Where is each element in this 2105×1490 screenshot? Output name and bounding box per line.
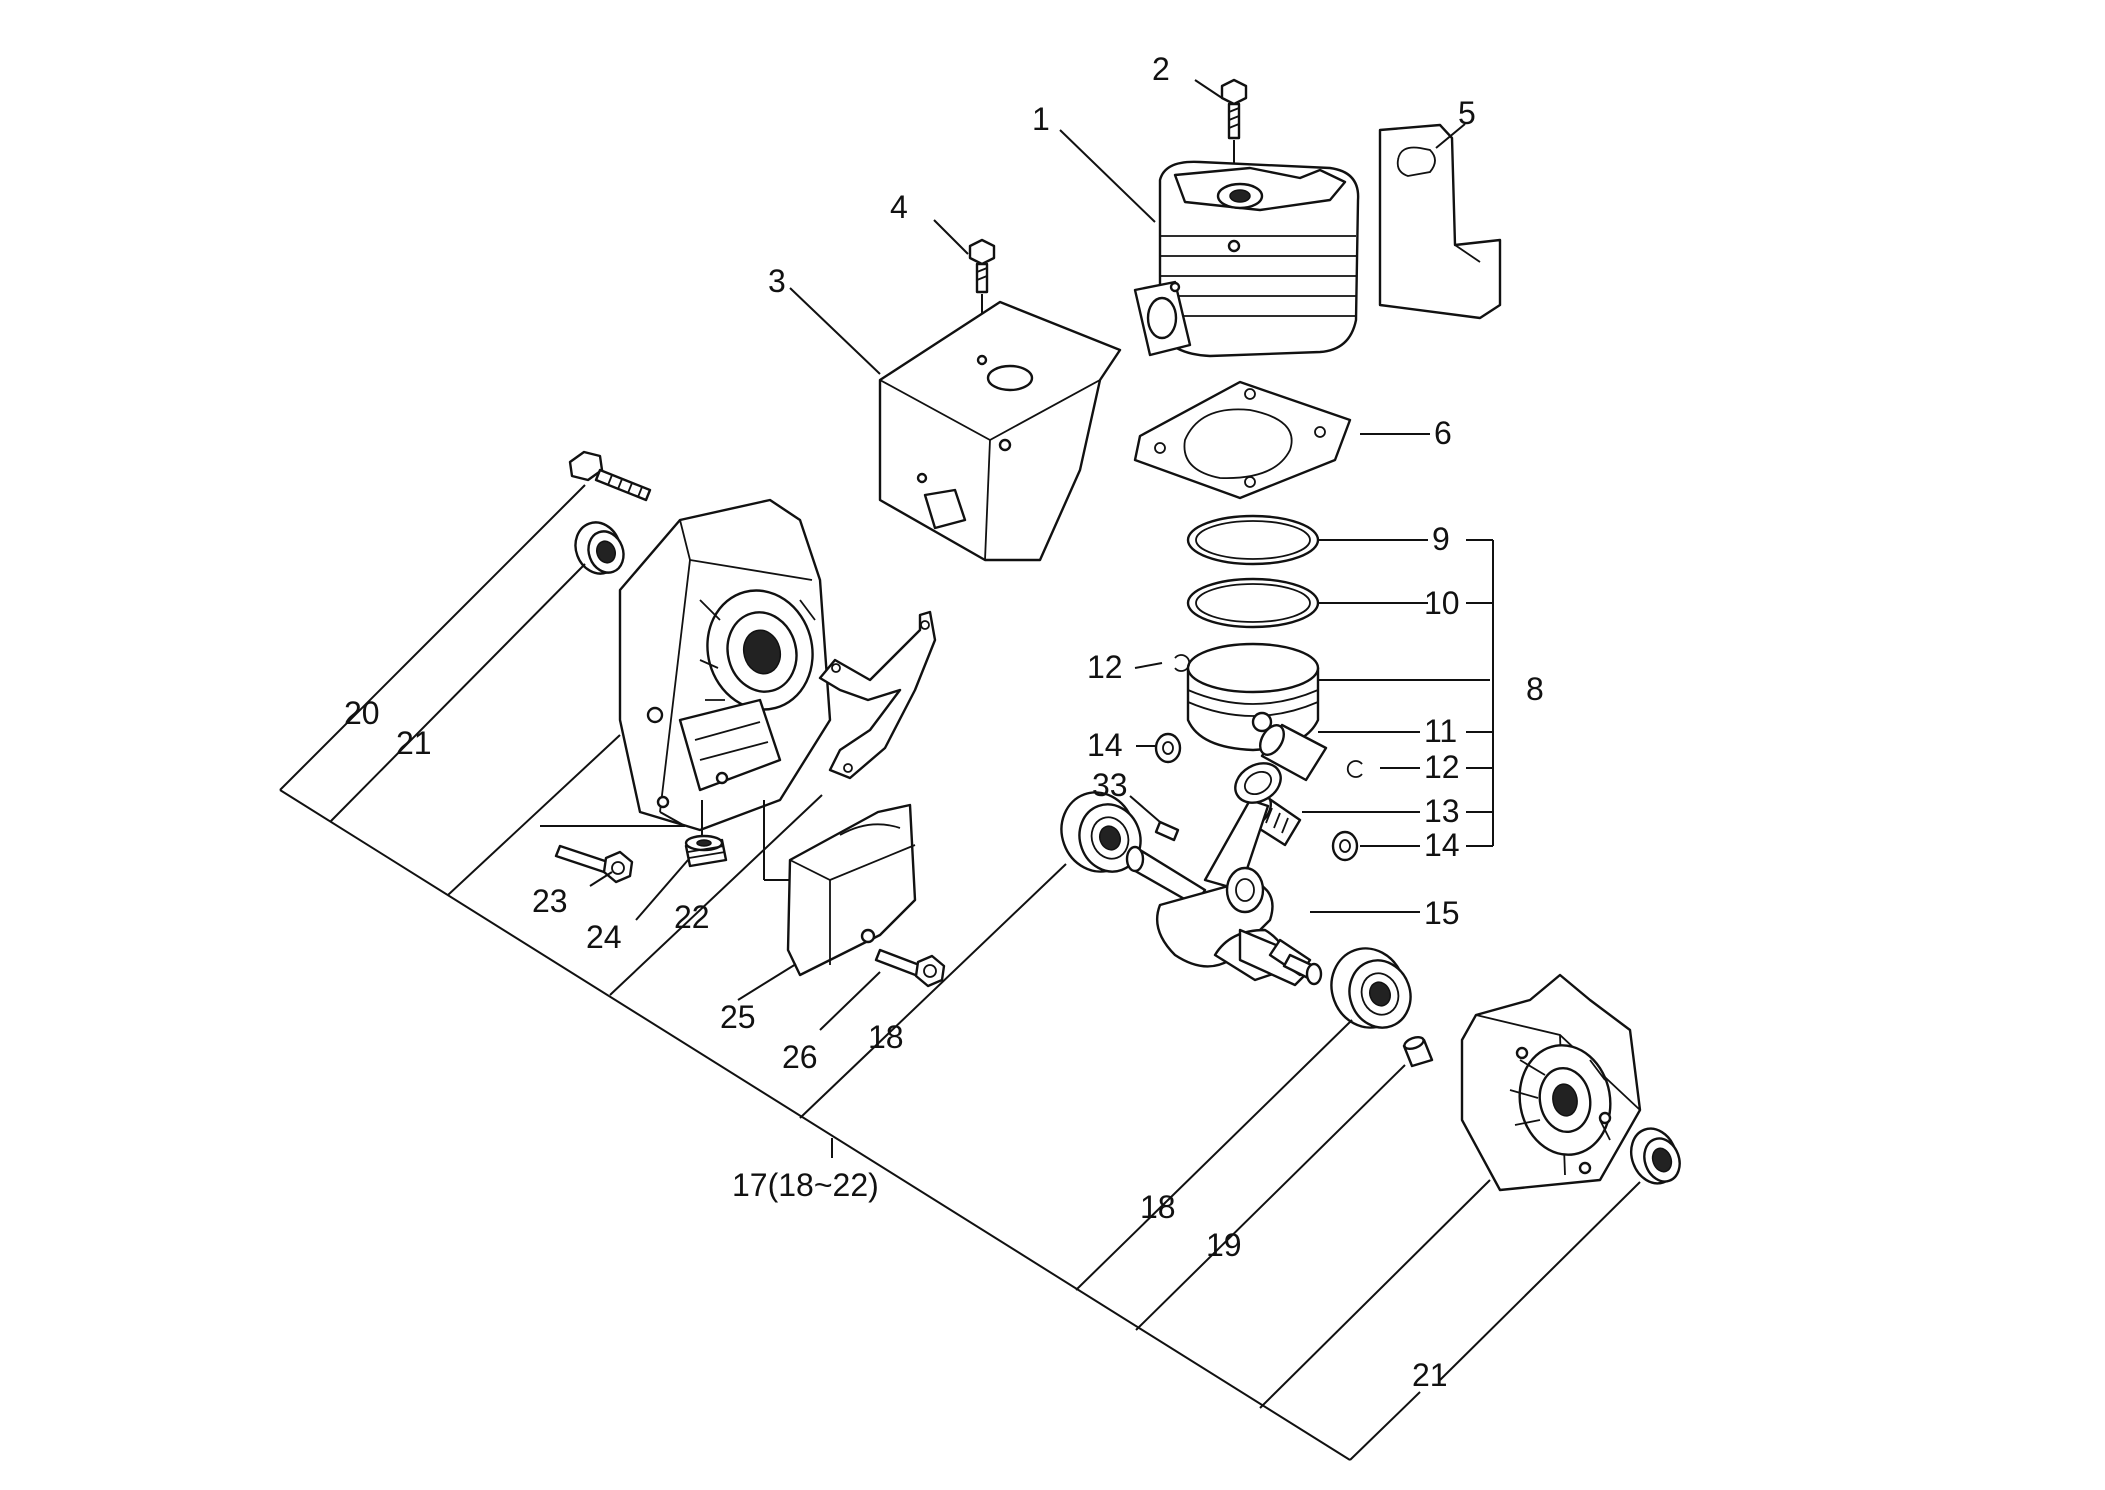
part-10-ring	[1186, 577, 1320, 629]
part-11-pin	[1259, 723, 1328, 782]
label-8: 8	[1526, 671, 1544, 707]
label-23: 23	[532, 883, 568, 919]
part-26-screw	[874, 948, 946, 988]
part-23-bolt	[554, 844, 634, 884]
label-25: 25	[720, 999, 756, 1035]
part-14-washer-a	[1154, 732, 1182, 764]
part-19-pin	[1402, 1035, 1434, 1068]
label-2: 2	[1152, 51, 1170, 87]
part-25-cover	[786, 803, 917, 977]
label-15: 15	[1424, 895, 1460, 931]
part-9-ring	[1186, 514, 1320, 566]
part-21-seal-right	[1630, 1127, 1681, 1185]
part-22-gasket	[818, 610, 937, 780]
label-33: 33	[1092, 767, 1128, 803]
part-6-gasket	[1133, 380, 1352, 500]
part-18-bearing-b	[1330, 947, 1412, 1029]
part-5-plate	[1378, 123, 1502, 320]
label-20: 20	[344, 695, 380, 731]
label-4: 4	[890, 189, 908, 225]
part-20-bolt	[568, 450, 652, 502]
label-5: 5	[1458, 95, 1476, 131]
label-1: 1	[1032, 101, 1050, 137]
label-14-right: 14	[1424, 827, 1460, 863]
callout-labels: 1 2 3 4 5 6 8 9 10 11 12 12 13 14 14 15 …	[344, 51, 1544, 1393]
part-12-clip-b	[1346, 760, 1363, 778]
label-14-left: 14	[1087, 727, 1123, 763]
part-21-seal-left	[574, 521, 625, 575]
label-13: 13	[1424, 793, 1460, 829]
part-crankcase-right	[1460, 973, 1642, 1192]
label-11: 11	[1424, 713, 1457, 749]
label-10: 10	[1424, 585, 1460, 621]
label-18-lower: 18	[1140, 1189, 1176, 1225]
label-26: 26	[782, 1039, 818, 1075]
part-15-crankshaft	[1125, 762, 1323, 987]
part-3-shroud	[878, 300, 1122, 562]
label-12-right: 12	[1424, 749, 1460, 785]
part-1-cylinder	[1133, 160, 1360, 358]
label-19: 19	[1206, 1227, 1242, 1263]
part-4-screw	[968, 238, 996, 356]
part-18-bearing-a	[1060, 791, 1142, 873]
label-12-left: 12	[1087, 649, 1123, 685]
label-6: 6	[1434, 415, 1452, 451]
label-17: 17(18~22)	[732, 1167, 879, 1203]
label-9: 9	[1432, 521, 1450, 557]
label-22: 22	[674, 899, 710, 935]
part-crankcase-left	[618, 498, 832, 832]
leader-lines	[279, 79, 1641, 1461]
part-24-damper	[684, 834, 728, 868]
label-24: 24	[586, 919, 622, 955]
part-14-washer-b	[1331, 830, 1359, 862]
part-33-key	[1154, 820, 1180, 842]
label-21-right: 21	[1412, 1357, 1448, 1393]
label-18-upper: 18	[868, 1019, 904, 1055]
label-21-left: 21	[396, 725, 432, 761]
label-3: 3	[768, 263, 786, 299]
part-12-clip-a	[1174, 654, 1191, 672]
